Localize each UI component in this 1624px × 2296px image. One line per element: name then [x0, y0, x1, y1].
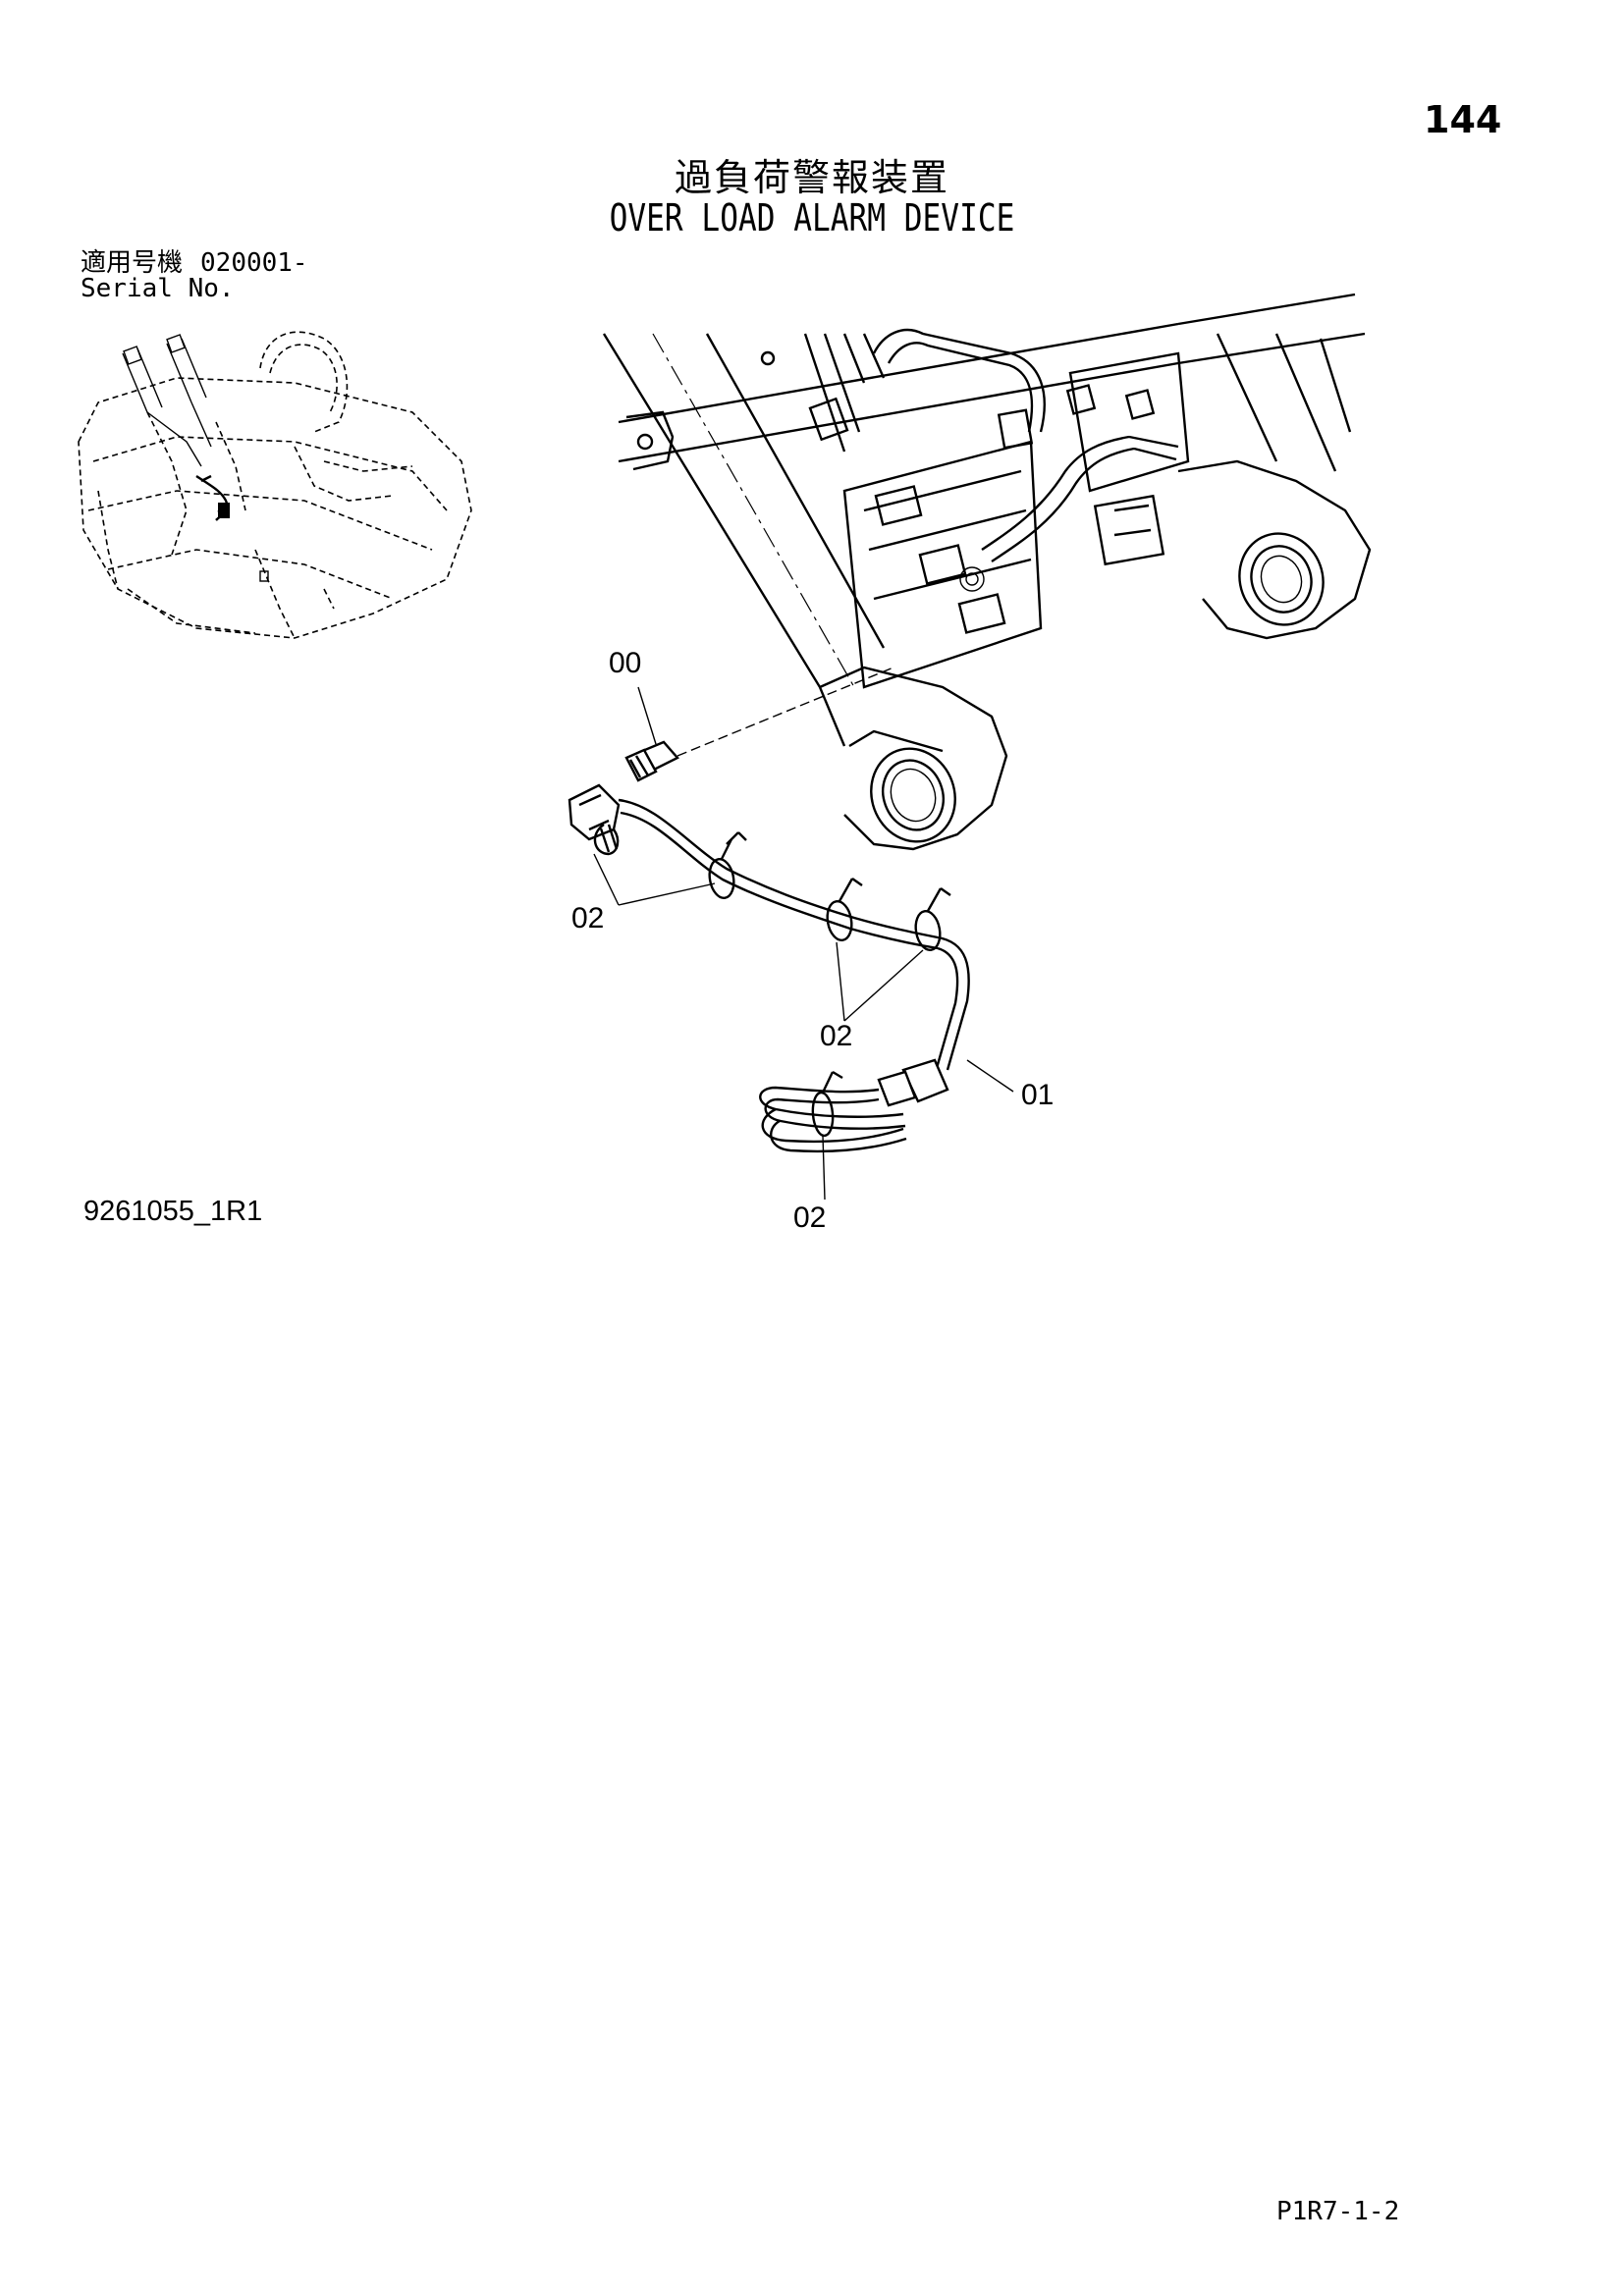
page-title-english: OVER LOAD ALARM DEVICE [609, 196, 1015, 240]
pressure-sensor [624, 740, 679, 782]
machine-location-overview [78, 331, 472, 639]
page-number: 144 [1424, 98, 1502, 141]
sheet-code: P1R7-1-2 [1276, 2197, 1400, 2226]
serial-label-japanese: 適用号機 [81, 248, 184, 278]
drawing-number: 9261055_1R1 [83, 1196, 263, 1227]
boom-cylinder-assembly [602, 293, 1372, 851]
serial-number-block: 適用号機 020001- Serial No. [81, 250, 326, 301]
wire-harness [568, 783, 970, 1153]
callout-00: 00 [609, 647, 641, 679]
page-title-japanese: 過負荷警報装置 [674, 156, 949, 199]
cable-clips [593, 824, 951, 1138]
callout-02-bottom: 02 [793, 1201, 826, 1234]
serial-label-english: Serial No. [81, 274, 235, 303]
callout-01: 01 [1021, 1079, 1054, 1111]
serial-value: 020001- [200, 248, 308, 278]
callout-02-middle: 02 [820, 1020, 852, 1052]
callout-02-left: 02 [571, 902, 604, 934]
callout-leader-lines [593, 686, 1014, 1201]
